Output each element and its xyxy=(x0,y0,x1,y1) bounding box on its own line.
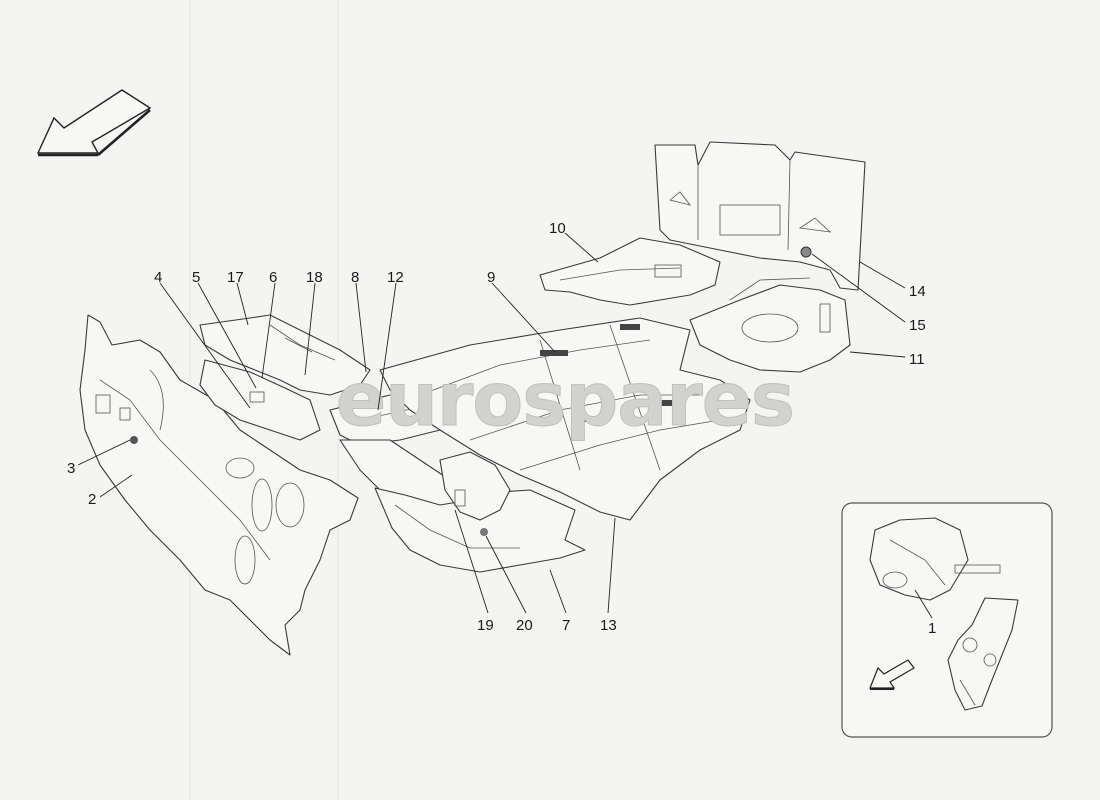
callout-17: 17 xyxy=(227,269,244,286)
part-11-rear-floor-right xyxy=(689,277,851,373)
part-19-heel-pad xyxy=(439,451,511,521)
callout-7: 7 xyxy=(562,617,570,634)
part-3-grommet xyxy=(130,436,138,444)
part-9-fastener xyxy=(540,350,568,356)
callout-18: 18 xyxy=(306,269,323,286)
callout-13: 13 xyxy=(600,617,617,634)
callout-20: 20 xyxy=(516,617,533,634)
callout-5: 5 xyxy=(192,269,200,286)
callout-4: 4 xyxy=(154,269,162,286)
part-13-floor-mat xyxy=(379,317,751,521)
part-17-tunnel-insulation xyxy=(199,314,371,396)
callout-1: 1 xyxy=(928,620,936,637)
callout-10: 10 xyxy=(549,220,566,237)
callout-3: 3 xyxy=(67,460,75,477)
part-14-rear-bulkhead xyxy=(654,141,866,291)
pedal-assembly xyxy=(947,597,1019,711)
callout-8: 8 xyxy=(351,269,359,286)
floor-fastener xyxy=(620,324,640,330)
part-1-pedal-box-insulation xyxy=(869,517,1001,601)
callout-19: 19 xyxy=(477,617,494,634)
callout-2: 2 xyxy=(88,491,96,508)
direction-arrow-icon xyxy=(869,659,915,690)
floor-fastener xyxy=(584,416,608,422)
part-2-bulkhead-insulation xyxy=(79,314,359,656)
direction-arrow-icon xyxy=(36,89,152,157)
callout-labels: 4 5 17 6 18 8 12 9 10 14 15 11 3 2 19 20… xyxy=(67,220,926,634)
callout-12: 12 xyxy=(387,269,404,286)
part-20-clip xyxy=(480,528,488,536)
callout-14: 14 xyxy=(909,283,926,300)
part-10-rear-floor-left xyxy=(539,237,721,306)
leader-lines xyxy=(77,232,906,614)
inset-detail-panel: 1 xyxy=(841,502,1053,738)
callout-15: 15 xyxy=(909,317,926,334)
callout-11: 11 xyxy=(909,351,925,368)
callout-9: 9 xyxy=(487,269,495,286)
callout-6: 6 xyxy=(269,269,277,286)
watermark-text: eurospares xyxy=(336,357,794,443)
part-15-fastener xyxy=(800,246,812,258)
floor-fastener xyxy=(654,400,674,406)
